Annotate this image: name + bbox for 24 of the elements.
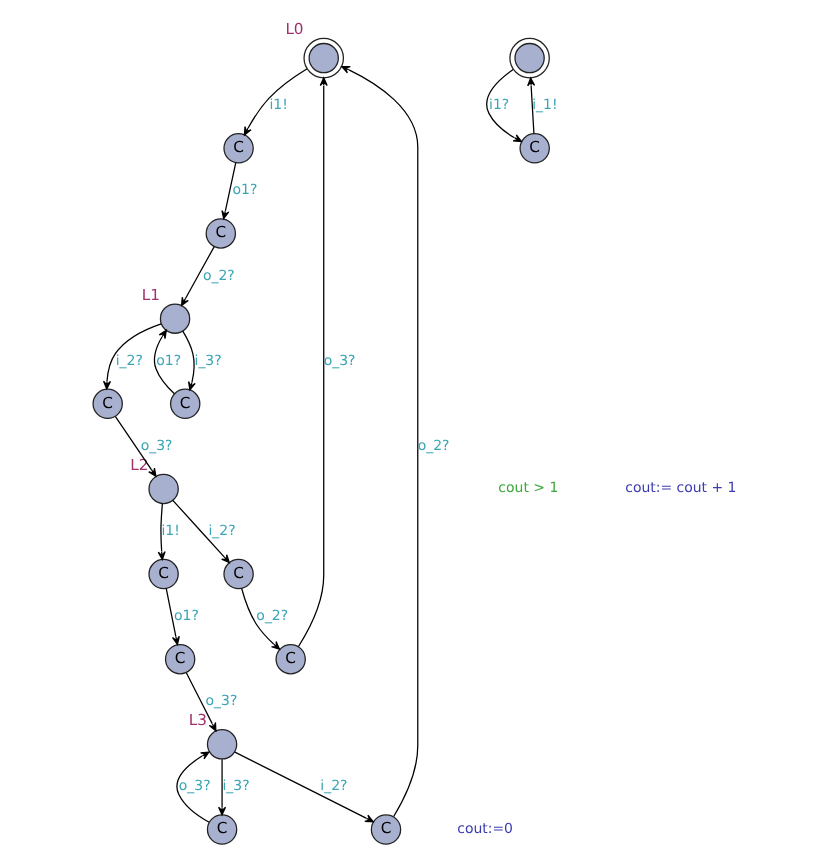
arrow [176,751,210,823]
arrow [243,68,308,136]
node-circle [148,473,179,505]
arrow [114,415,157,477]
arrow [234,751,374,823]
arrow [527,77,536,135]
arrow [241,587,281,650]
arrow [185,672,217,732]
arrow [218,758,227,816]
node-doublecircle [509,37,550,79]
arrow [153,329,176,395]
arrow [221,162,237,220]
node-doublecircle [303,37,345,79]
node-circle [206,729,238,760]
node-circle [159,303,191,334]
arrow [157,502,166,561]
arrow [182,330,196,391]
arrow [172,499,230,564]
arrow [297,77,328,648]
arrow [165,587,180,646]
arrow [486,68,523,143]
arrow [341,65,419,818]
arrow [102,323,162,390]
arrow [180,245,215,307]
